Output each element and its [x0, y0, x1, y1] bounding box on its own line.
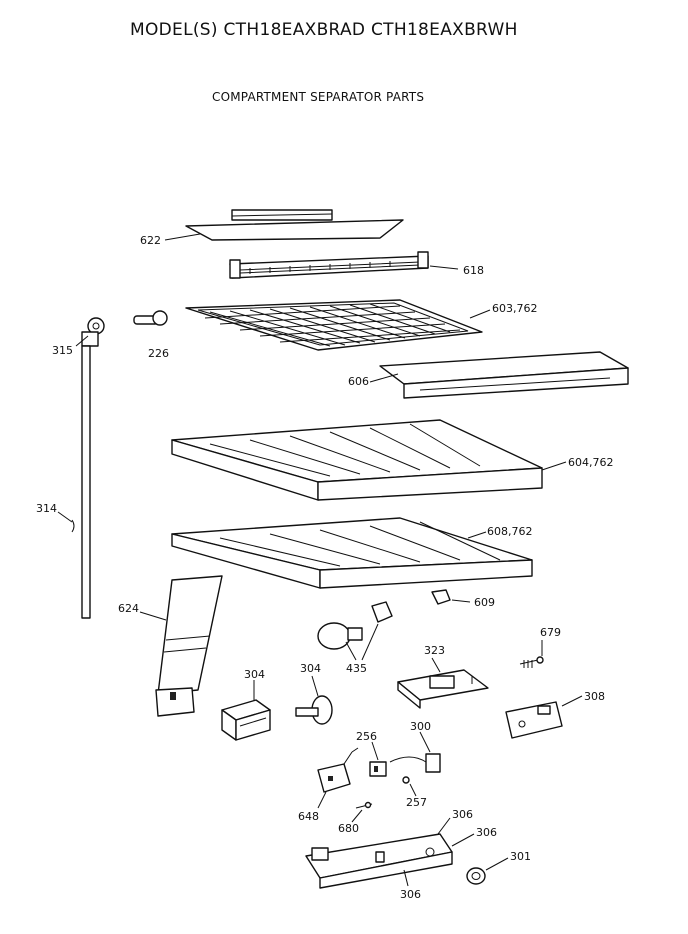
callout-256: 256 — [356, 730, 377, 743]
callout-314: 314 — [36, 502, 57, 515]
callout-622: 622 — [140, 234, 161, 247]
callout-604: 604,762 — [568, 456, 614, 469]
callout-306-b: 306 — [476, 826, 497, 839]
part-604-separator — [171, 419, 543, 501]
part-315-bracket — [81, 317, 105, 347]
part-606-rail — [379, 351, 629, 399]
part-648-relay — [317, 747, 359, 793]
part-314-rod — [71, 345, 91, 619]
callout-306-c: 306 — [400, 888, 421, 901]
callout-608: 608,762 — [487, 525, 533, 538]
callout-257: 257 — [406, 796, 427, 809]
part-609-clip — [431, 589, 451, 605]
part-680-screw — [355, 801, 373, 809]
diagram-title: MODEL(S) CTH18EAXBRAD CTH18EAXBRWH — [130, 20, 518, 40]
diagram-subtitle: COMPARTMENT SEPARATOR PARTS — [212, 90, 425, 104]
callout-304-b: 304 — [300, 662, 321, 675]
part-306-housing — [305, 833, 453, 889]
callout-226: 226 — [148, 347, 169, 360]
callout-648: 648 — [298, 810, 319, 823]
callout-304-a: 304 — [244, 668, 265, 681]
callout-301: 301 — [510, 850, 531, 863]
part-679-screw — [519, 656, 544, 668]
part-608-pan — [171, 517, 533, 589]
part-257-screw — [402, 776, 410, 784]
part-618-grille — [229, 251, 429, 279]
callout-679: 679 — [540, 626, 561, 639]
part-603-shelf — [185, 299, 483, 351]
part-624-duct — [155, 575, 223, 717]
part-435-bulb — [317, 601, 393, 650]
callout-680: 680 — [338, 822, 359, 835]
part-301-nut — [466, 867, 486, 885]
part-308-plate — [505, 701, 563, 739]
part-622-cover — [185, 209, 404, 241]
callout-435: 435 — [346, 662, 367, 675]
callout-618: 618 — [463, 264, 484, 277]
callout-306-a: 306 — [452, 808, 473, 821]
callout-606: 606 — [348, 375, 369, 388]
callout-315: 315 — [52, 344, 73, 357]
part-304-block — [221, 699, 271, 741]
part-226-pin — [133, 310, 168, 326]
part-256-switch — [369, 761, 387, 777]
part-323-bracket — [397, 669, 489, 709]
callout-323: 323 — [424, 644, 445, 657]
part-300-thermostat — [389, 753, 441, 773]
callout-300: 300 — [410, 720, 431, 733]
callout-603: 603,762 — [492, 302, 538, 315]
part-304-knob — [295, 695, 333, 725]
callout-624: 624 — [118, 602, 139, 615]
callout-308: 308 — [584, 690, 605, 703]
callout-609: 609 — [474, 596, 495, 609]
